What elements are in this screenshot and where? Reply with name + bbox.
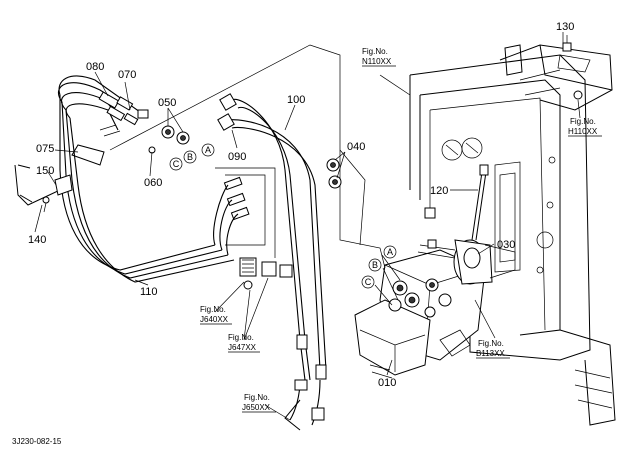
circle-marker-a-lower: A [383,245,397,259]
part-label-030: 030 [497,239,515,251]
circle-marker-c-upper: C [169,157,183,171]
fig-ref-H110XX: Fig.No. H110XX [568,117,602,137]
fig-ref-title: Fig.No. [570,117,596,126]
part-label-050: 050 [158,97,176,109]
fig-ref-code: B113XX [476,349,505,358]
fig-ref-title: Fig.No. [362,47,388,56]
fig-ref-code: J640XX [200,315,229,324]
part-label-070: 070 [118,69,136,81]
circle-marker-c-lower: C [361,275,375,289]
marker-letter: A [387,247,393,257]
circle-marker-a-upper: A [201,143,215,157]
top-bracket [499,35,613,111]
diagram-code: 3J230-082-15 [12,437,62,446]
fig-ref-title: Fig.No. [244,393,270,402]
fig-ref-B113XX: Fig.No. B113XX [476,339,510,359]
fig-ref-title: Fig.No. [200,305,226,314]
part-label-040: 040 [347,141,365,153]
marker-letter: A [205,145,211,155]
part-label-060: 060 [144,177,162,189]
control-rod [471,164,489,241]
long-hoses-100-090 [217,93,327,431]
part-label-080: 080 [86,61,104,73]
fig-ref-code: J650XX [242,403,271,412]
circle-marker-b-lower: B [368,258,382,272]
fig-ref-title: Fig.No. [478,339,504,348]
marker-letter: B [372,260,378,270]
leader-lines [34,32,581,421]
marker-letter: B [187,152,193,162]
fitting-group [239,257,293,290]
fig-ref-code: N110XX [362,57,392,66]
adapters-040 [326,158,342,189]
part-label-075: 075 [36,143,54,155]
fig-ref-title: Fig.No. [228,333,254,342]
part-label-150: 150 [36,165,54,177]
part-label-130: 130 [556,21,574,33]
hose-bundle-080-070 [57,75,235,283]
clamp-bracket [14,144,105,213]
part-label-140: 140 [28,234,46,246]
part-label-090: 090 [228,151,246,163]
fig-ref-J647XX: Fig.No. J647XX [228,333,260,353]
marker-letter: C [173,159,180,169]
part-label-110: 110 [140,286,158,298]
marker-letter: C [365,277,372,287]
fig-ref-J650XX: Fig.No. J650XX [242,393,276,413]
routing-outline [109,44,386,269]
fig-ref-J640XX: Fig.No. J640XX [200,305,232,325]
part-label-010: 010 [378,377,396,389]
part-label-120: 120 [430,185,448,197]
circle-marker-b-upper: B [183,150,197,164]
part-label-100: 100 [287,94,305,106]
lower-hose-ends [213,176,250,256]
fig-ref-code: J647XX [228,343,257,352]
fig-ref-N110XX: Fig.No. N110XX [362,47,396,67]
fig-ref-code: H110XX [568,127,598,136]
hose-fittings [98,91,190,154]
